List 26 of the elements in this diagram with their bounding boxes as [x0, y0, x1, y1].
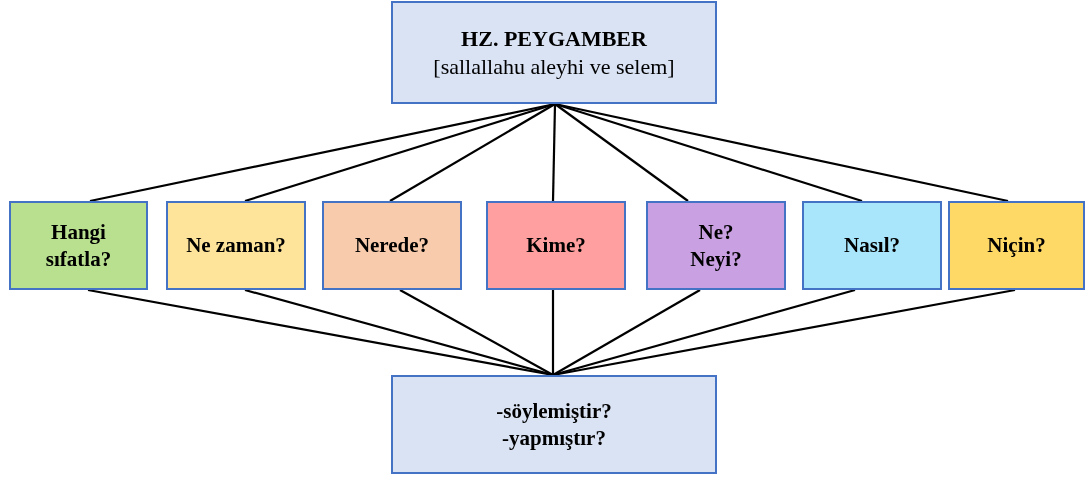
connector-line: [552, 289, 701, 376]
question-box: [166, 201, 306, 290]
question-box: [646, 201, 786, 290]
node-subtitle: [sallallahu aleyhi ve selem]: [433, 52, 675, 80]
question-box: [802, 201, 942, 290]
process-box: [391, 375, 717, 474]
node-title: HZ. PEYGAMBER: [461, 25, 647, 53]
process-box: [391, 1, 717, 104]
node-text: Ne? Neyi?: [689, 219, 743, 272]
connector-line: [389, 103, 556, 202]
connector-line: [399, 289, 554, 376]
question-box: [322, 201, 462, 290]
node-text: Kime?: [526, 232, 586, 259]
node-text: -yapmıştır?: [502, 424, 606, 451]
connector-line: [551, 103, 557, 202]
node-text: Hangi sıfatla?: [44, 219, 113, 272]
node-text: Nerede?: [354, 232, 430, 259]
node-text: Niçin?: [987, 232, 1046, 259]
node-text: -söylemiştir?: [496, 398, 612, 425]
connector-line: [554, 103, 689, 202]
question-box: [486, 201, 626, 290]
node-text: Ne zaman?: [186, 232, 286, 259]
question-box: [948, 201, 1085, 290]
node-text: Nasıl?: [844, 232, 900, 259]
connector-line: [551, 290, 555, 375]
question-box: [9, 201, 148, 290]
